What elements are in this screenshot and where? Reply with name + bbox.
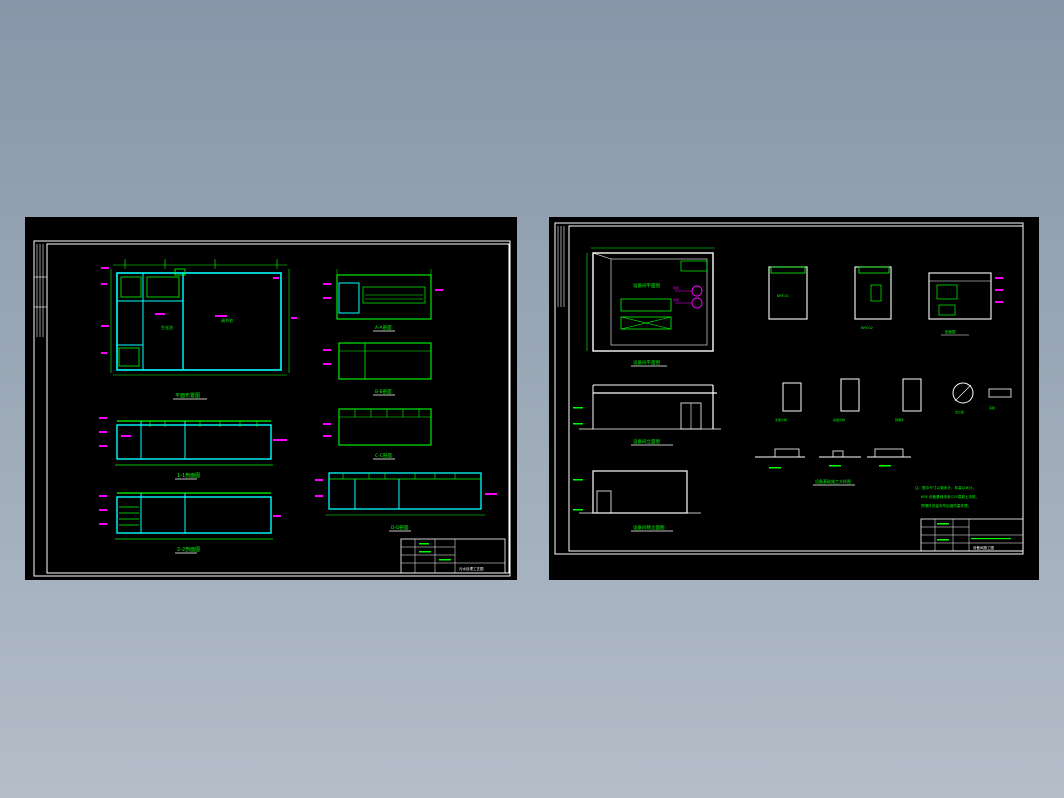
detail-row-4: 法兰盘 bbox=[955, 409, 964, 414]
title-block-left: 污水处理工艺图 bbox=[400, 538, 506, 574]
detail-row-5: 吊钩 bbox=[989, 405, 995, 410]
elev-2-title: 设备间侧立面图 bbox=[633, 524, 665, 531]
note-line-1: 注：图中尺寸以毫米计，标高以米计。 bbox=[915, 485, 976, 490]
elev-1-title: 设备间立面图 bbox=[633, 438, 660, 445]
elev-b-title: B-B剖面 bbox=[375, 388, 392, 395]
detail-row-3: 预埋件 bbox=[895, 417, 904, 422]
drawing-sheet-right: 设备间平面图 风机 水泵 设备间平面图 设备间立面图 设备间侧立面图 bbox=[549, 217, 1039, 580]
section-2-title: 2-2剖面图 bbox=[177, 546, 200, 553]
foundation-details: 设备基础施工大样图 bbox=[755, 448, 911, 486]
room-b-label: 调节池 bbox=[221, 317, 233, 323]
right-sheet-canvas: 设备间平面图 风机 水泵 设备间平面图 设备间立面图 设备间侧立面图 bbox=[554, 222, 1024, 555]
elevation-d: D-D剖面 bbox=[315, 472, 497, 532]
left-sheet-canvas: 生化池 调节池 平面布置图 bbox=[33, 240, 511, 577]
drawing-sheet-left: 生化池 调节池 平面布置图 bbox=[25, 217, 517, 580]
detail-1-label: KRY-01 bbox=[777, 294, 789, 298]
foundation-title: 设备基础施工大样图 bbox=[815, 478, 851, 484]
general-notes: 注：图中尺寸以毫米计，标高以米计。 KRY 设备基础采用C25混凝土浇筑。 预埋… bbox=[915, 485, 979, 508]
detail-kry-02: KRY-02 bbox=[854, 266, 892, 330]
detail-2-label: KRY-02 bbox=[861, 326, 873, 330]
detail-kry-01: KRY-01 bbox=[768, 266, 808, 320]
right-drawing-name: 设备间施工图 bbox=[973, 545, 994, 550]
plan-room-label: 设备间平面图 bbox=[633, 282, 660, 289]
elevation-c: C-C剖面 bbox=[323, 408, 432, 460]
section-2-2: 2-2剖面图 bbox=[99, 492, 281, 554]
equip-2-label: 水泵 bbox=[673, 297, 679, 302]
elev-c-title: C-C剖面 bbox=[375, 452, 392, 459]
binding-margin bbox=[34, 244, 47, 337]
detail-section: 剖面图 bbox=[928, 272, 1003, 336]
note-line-2: KRY 设备基础采用C25混凝土浇筑。 bbox=[921, 494, 979, 499]
detail-row-1: 支架大样 bbox=[775, 417, 787, 422]
elevation-a: A-A剖面 bbox=[323, 269, 443, 332]
equipment-room-plan: 设备间平面图 风机 水泵 设备间平面图 bbox=[586, 247, 715, 367]
section-1-1: 1-1剖面图 bbox=[99, 417, 287, 480]
detail-row: 支架大样 基础大样 预埋件 法兰盘 吊钩 bbox=[775, 378, 1012, 422]
plan-title: 平面布置图 bbox=[175, 392, 200, 399]
detail-row-2: 基础大样 bbox=[833, 417, 845, 422]
binding-margin bbox=[557, 226, 565, 307]
room-a-label: 生化池 bbox=[161, 324, 173, 330]
left-drawing-name: 污水处理工艺图 bbox=[459, 566, 484, 571]
elevation-b: B-B剖面 bbox=[323, 342, 432, 396]
equip-1-label: 风机 bbox=[673, 285, 679, 290]
title-block-right: 设备间施工图 bbox=[920, 518, 1024, 552]
elevation-1: 设备间立面图 bbox=[573, 384, 721, 446]
elev-a-title: A-A剖面 bbox=[375, 324, 392, 331]
inner-frame bbox=[568, 225, 1024, 552]
note-line-3: 预埋件安装完毕后做防腐处理。 bbox=[921, 503, 971, 508]
inner-frame bbox=[46, 243, 510, 574]
section-1-title: 1-1剖面图 bbox=[177, 472, 200, 479]
detail-3-label: 剖面图 bbox=[945, 329, 956, 334]
main-plan: 生化池 调节池 平面布置图 bbox=[101, 259, 297, 400]
elevation-2: 设备间侧立面图 bbox=[573, 470, 701, 532]
elev-d-title: D-D剖面 bbox=[391, 524, 409, 531]
right-plan-title: 设备间平面图 bbox=[633, 359, 660, 366]
outer-frame bbox=[33, 240, 511, 577]
